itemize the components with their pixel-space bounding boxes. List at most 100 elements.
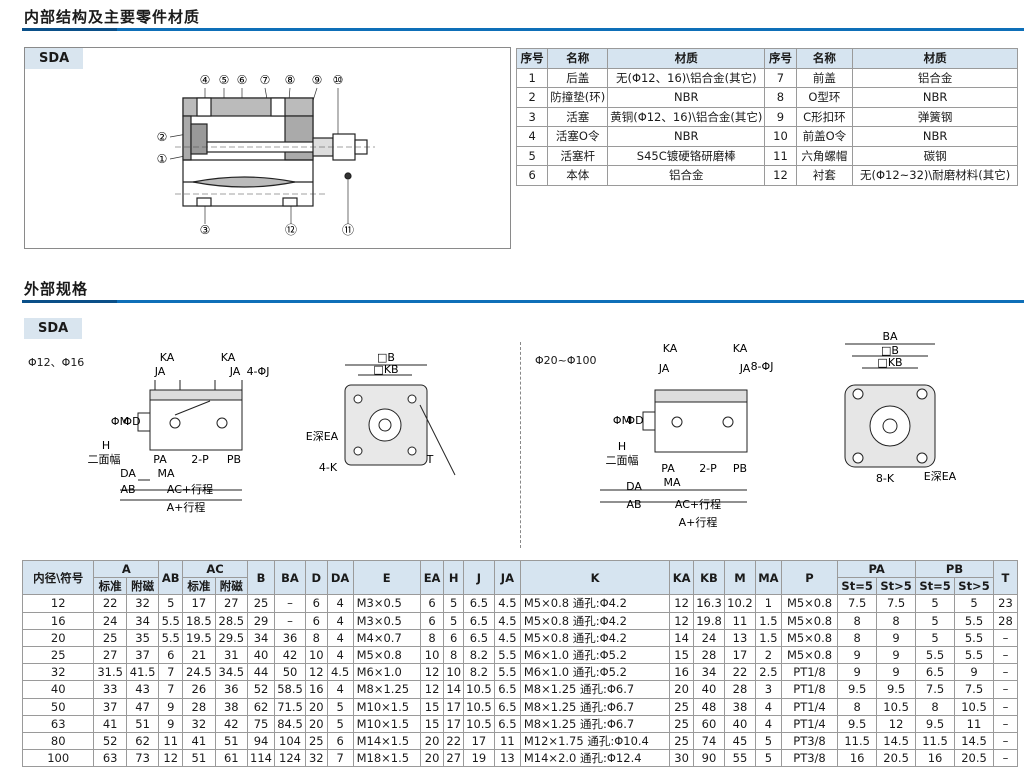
dim-ka: KA — [221, 351, 236, 364]
spec-cell: 4 — [326, 680, 354, 699]
materials-cell: 活塞O令 — [547, 126, 609, 147]
dim-ja: JA — [229, 365, 241, 378]
col-ab: AB — [158, 559, 184, 596]
spec-cell: 9 — [876, 663, 917, 682]
model-tag: SDA — [25, 48, 84, 69]
spec-cell: 62 — [125, 731, 160, 751]
spec-cell: 48 — [693, 697, 725, 716]
dim-4k: 4-K — [319, 461, 338, 474]
spec-cell: 5.5 — [493, 663, 521, 682]
callout-3: ③ — [200, 223, 211, 237]
col-ac-std: 标准 — [182, 577, 216, 596]
col-name: 名称 — [795, 48, 854, 69]
spec-cell: 41.5 — [125, 663, 160, 682]
spec-cell: 37 — [93, 697, 127, 716]
spec-cell: 47 — [125, 697, 160, 716]
spec-cell: – — [992, 749, 1019, 768]
spec-cell: 5 — [443, 594, 464, 613]
spec-cell: 11 — [158, 731, 184, 751]
spec-cell: 1.5 — [754, 611, 782, 630]
callout-11: ⑪ — [342, 223, 354, 237]
spec-cell: 124 — [274, 749, 306, 768]
materials-cell: 活塞 — [547, 106, 609, 127]
col-pb-stgt5: St>5 — [954, 577, 994, 596]
dim-m: ΦM — [613, 414, 631, 427]
spec-cell: 5 — [915, 628, 956, 647]
col-a-mag: 附磁 — [125, 577, 160, 596]
spec-cell: 34 — [693, 663, 725, 682]
spec-cell: 10 — [419, 645, 445, 665]
dim-ka: KA — [663, 342, 678, 355]
col-pa: PA — [837, 559, 917, 579]
spec-cell: 26 — [182, 680, 216, 699]
col-ka: KA — [669, 559, 695, 596]
spec-cell: M6×1.0 — [352, 663, 421, 682]
spec-cell: 38 — [214, 697, 249, 716]
spec-cell: 6 — [419, 594, 445, 613]
spec-cell: 19 — [462, 749, 495, 768]
spec-cell: 3 — [754, 680, 782, 699]
spec-cell: 12 — [304, 663, 328, 682]
spec-cell: 12 — [669, 611, 695, 630]
spec-cell: 27 — [214, 594, 249, 613]
dim-ka: KA — [733, 342, 748, 355]
bore-label-small: Φ12、Φ16 — [28, 356, 85, 369]
spec-cell: 94 — [247, 731, 276, 751]
materials-cell: 6 — [515, 165, 549, 186]
spec-cell: 10 — [443, 663, 464, 682]
spec-cell: 27 — [93, 645, 127, 665]
spec-cell: 7.5 — [954, 680, 994, 699]
spec-cell: M5×0.8 — [780, 645, 839, 665]
spec-cell: 4 — [326, 611, 354, 630]
spec-cell: 20 — [21, 628, 95, 647]
spec-cell: M12×1.75 通孔:Φ10.4 — [519, 731, 671, 751]
spec-cell: – — [274, 611, 306, 630]
dim-8k: 8-K — [876, 472, 895, 485]
spec-cell: 11 — [954, 714, 994, 733]
spec-cell: PT1/4 — [780, 697, 839, 716]
materials-cell: 铝合金 — [607, 165, 766, 186]
dim-ka: KA — [160, 351, 175, 364]
spec-cell: 34 — [125, 611, 160, 630]
spec-cell: 6 — [443, 628, 464, 647]
spec-cell: 16 — [669, 663, 695, 682]
spec-cell: 100 — [21, 749, 95, 768]
materials-cell: NBR — [607, 126, 766, 147]
col-h: H — [443, 559, 464, 596]
spec-cell: 50 — [21, 697, 95, 716]
dim-ba: BA — [882, 330, 898, 343]
col-bore: 内径\符号 — [21, 559, 95, 596]
materials-cell: 4 — [515, 126, 549, 147]
spec-cell: 6.5 — [462, 611, 495, 630]
spec-cell: 11 — [723, 611, 756, 630]
spec-cell: 17 — [182, 594, 216, 613]
spec-cell: 73 — [125, 749, 160, 768]
col-a: A — [93, 559, 160, 579]
spec-cell: 6 — [158, 645, 184, 665]
spec-cell: 28 — [693, 645, 725, 665]
spec-cell: 8 — [915, 697, 956, 716]
spec-cell: 20 — [304, 714, 328, 733]
dim-ja: JA — [739, 362, 751, 375]
dim-eea: E深EA — [306, 430, 339, 443]
spec-cell: 7 — [326, 749, 354, 768]
spec-cell: 51 — [214, 731, 249, 751]
col-p: P — [780, 559, 839, 596]
internal-structure-box: SDA ④ ⑤ ⑥ ⑦ ⑧ ⑨ ⑩ ② ① ③ ⑫ ⑪ — [24, 47, 511, 249]
col-ac: AC — [182, 559, 249, 579]
callout-12: ⑫ — [285, 223, 297, 237]
spec-cell: – — [992, 731, 1019, 751]
spec-cell: 61 — [214, 749, 249, 768]
materials-cell: 10 — [764, 126, 797, 147]
spec-cell: 40 — [21, 680, 95, 699]
spec-cell: 11.5 — [837, 731, 878, 751]
spec-cell: 5 — [326, 697, 354, 716]
spec-cell: 5 — [754, 731, 782, 751]
